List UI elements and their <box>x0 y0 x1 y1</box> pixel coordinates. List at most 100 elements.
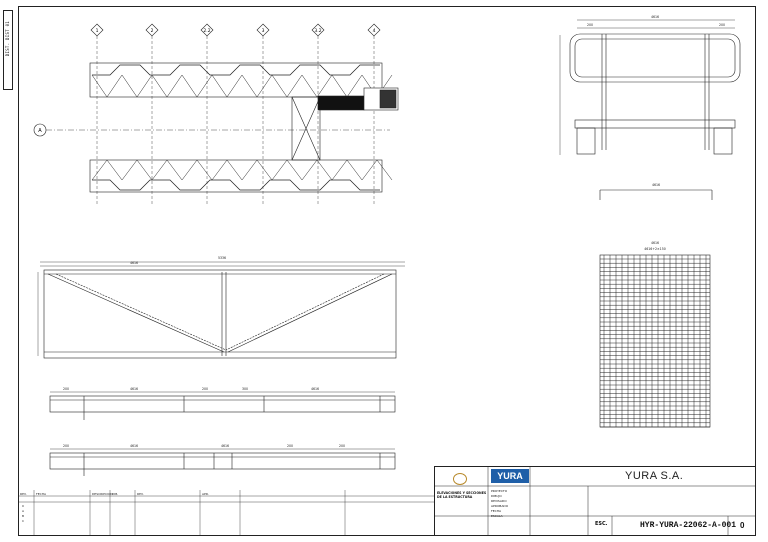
dim-beam1-c: 200 <box>202 387 208 391</box>
axis-label: 1 <box>96 28 99 34</box>
brace-member <box>121 74 138 98</box>
title-block: YURA YURA S.A. ELEVACIONES Y SECCIONES D… <box>434 466 756 536</box>
brace-member <box>91 74 108 98</box>
field-project: PROYECTO <box>491 489 508 493</box>
title-block-lines <box>434 466 756 536</box>
brace-member <box>151 74 168 98</box>
dim-top-right-total: 4616 <box>651 15 659 19</box>
brace-member <box>136 159 153 181</box>
axis-bubble-a: A <box>33 123 47 137</box>
dim-top-right-right: 200 <box>719 23 725 27</box>
field-labels: PROYECTO DIBUJO REVISADO APROBADO FECHA … <box>491 489 508 519</box>
axis-label: 4 <box>373 28 376 34</box>
brace-member <box>241 159 258 181</box>
revision-row: A <box>22 509 25 513</box>
beam-elevation-1 <box>49 391 396 420</box>
axis-label-a: A <box>38 128 42 134</box>
axis-bubble: 3.2 <box>311 23 325 37</box>
brace-member <box>106 74 123 98</box>
drawing-number: HYR-YURA-22062-A-001 <box>640 521 737 530</box>
dim-beam2-c: 4616 <box>221 444 229 448</box>
revision-number: 0 <box>740 521 745 530</box>
company-name: YURA S.A. <box>625 470 684 482</box>
dim-beam1-d: 300 <box>242 387 248 391</box>
project-heading: ELEVACIONES Y SECCIONES DE LA ESTRUCTURA <box>437 491 487 499</box>
brace-member <box>376 159 393 181</box>
beam-elevation-2 <box>49 448 396 476</box>
dim-beam2-d: 200 <box>287 444 293 448</box>
brace-member <box>346 74 363 98</box>
brace-member <box>331 74 348 98</box>
revision-header: DIB. <box>112 492 118 496</box>
plan-view <box>46 36 399 205</box>
axis-label: 3 <box>262 28 265 34</box>
brace-member <box>316 74 333 98</box>
field-date: FECHA <box>491 509 502 513</box>
revision-row: C <box>22 519 24 523</box>
revision-header: REV. <box>137 492 144 496</box>
dim-grating-total: 4616 <box>651 241 659 245</box>
brace-member <box>271 74 288 98</box>
brace-member <box>211 74 228 98</box>
brace-member <box>256 159 273 181</box>
brace-member <box>331 159 348 181</box>
brace-member <box>91 159 108 181</box>
brace-member <box>286 74 303 98</box>
brace-member <box>181 74 198 98</box>
dim-top-right-left: 200 <box>587 23 593 27</box>
revision-header: APR. <box>202 492 209 496</box>
dim-beam2-b: 4616 <box>130 444 138 448</box>
small-section <box>599 189 713 200</box>
dim-grating-label: 4616+2×150 <box>644 247 666 251</box>
brace-member <box>226 74 243 98</box>
brace-member <box>166 159 183 181</box>
brace-member <box>271 159 288 181</box>
axis-bubble: 4 <box>367 23 381 37</box>
brace-member <box>151 159 168 181</box>
revision-header: FECHA <box>36 492 47 496</box>
brace-member <box>286 159 303 181</box>
axis-bubble: 2 <box>145 23 159 37</box>
brace-member <box>256 74 273 98</box>
brace-member <box>196 74 213 98</box>
brace-member <box>301 159 318 181</box>
side-tab: DIST. DIST 01 <box>3 10 13 90</box>
revision-row: B <box>22 514 24 518</box>
sheet-border <box>18 6 756 536</box>
field-drawn: DIBUJO <box>491 494 502 498</box>
dim-beam1-b: 4616 <box>130 387 138 391</box>
brace-member <box>301 74 318 98</box>
grating-plan <box>599 254 711 428</box>
axis-label: 2.2 <box>203 28 210 34</box>
truss-elevation <box>37 261 405 359</box>
dim-truss-half: 4616 <box>130 261 138 265</box>
axis-label: 3.2 <box>314 28 321 34</box>
axis-bubble: 3 <box>256 23 270 37</box>
axis-bubble: 1 <box>90 23 104 37</box>
brace-member <box>361 159 378 181</box>
brace-member <box>346 159 363 181</box>
dim-beam1-e: 4616 <box>311 387 319 391</box>
brace-member <box>166 74 183 98</box>
dim-beam2-e: 200 <box>339 444 345 448</box>
logo-icon <box>453 473 467 485</box>
revision-row: 0 <box>22 504 24 508</box>
sheet-label: ESC. <box>595 521 608 527</box>
dim-truss-total: 5336 <box>218 256 226 260</box>
brace-member <box>136 74 153 98</box>
brand-logo: YURA <box>491 469 529 483</box>
field-scale: ESCALA <box>491 514 503 518</box>
field-approved: APROBADO <box>491 504 509 508</box>
brace-member <box>316 159 333 181</box>
frame-elevation <box>559 19 741 155</box>
axis-label: 2 <box>151 28 154 34</box>
brace-member <box>181 159 198 181</box>
revision-grid <box>18 490 434 536</box>
brace-member <box>211 159 228 181</box>
brace-member <box>241 74 258 98</box>
dim-beam1-a: 200 <box>63 387 69 391</box>
axis-bubble: 2.2 <box>200 23 214 37</box>
brace-member <box>196 159 213 181</box>
